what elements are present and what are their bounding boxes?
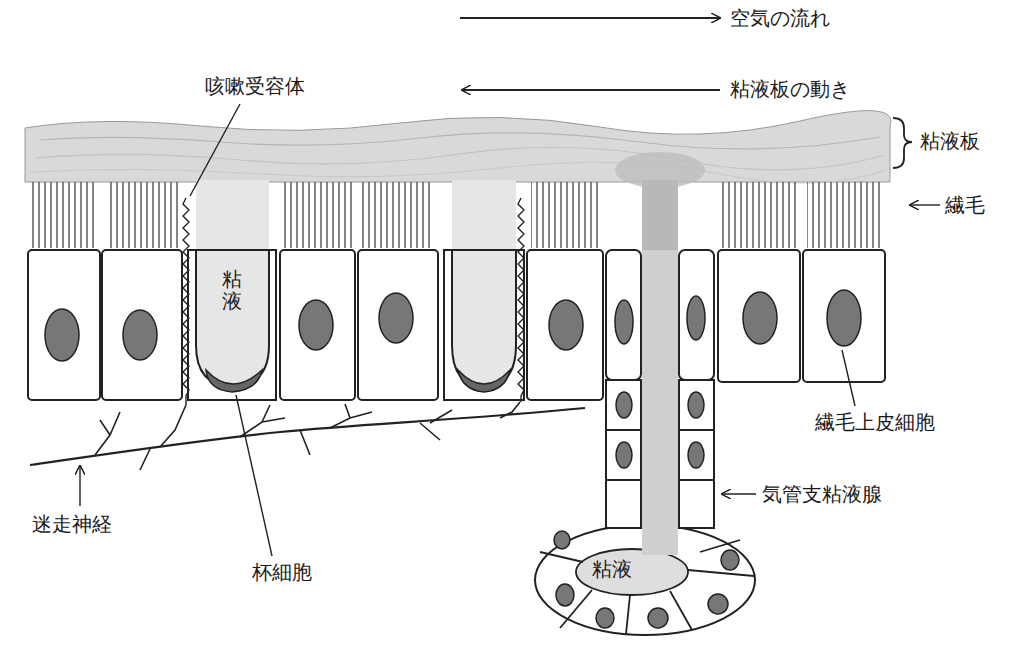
leader-lines (80, 104, 940, 556)
part-label: 迷走神経 (32, 512, 112, 536)
vagus-nerve (30, 402, 585, 470)
mucus-blanket (25, 111, 891, 255)
goblet-cells (188, 250, 524, 400)
airflow-arrow (460, 17, 720, 19)
part-label: 粘液 (592, 557, 632, 581)
part-label: 咳嗽受容体 (205, 74, 305, 98)
part-label: 気管支粘液腺 (762, 482, 882, 506)
part-label: 粘液 (222, 268, 242, 312)
part-label: 粘液板 (920, 129, 980, 153)
part-label: 杯細胞 (252, 560, 312, 584)
part-label: 繊毛 (945, 193, 985, 217)
cilia (32, 182, 881, 248)
caption-label: 空気の流れ (730, 6, 830, 30)
mucus-motion-arrow (462, 89, 720, 91)
cough-receptor (183, 198, 524, 405)
ciliated-epithelial-cells (28, 250, 885, 400)
caption-label: 粘液板の動き (730, 77, 850, 101)
part-label: 繊毛上皮細胞 (815, 410, 935, 434)
